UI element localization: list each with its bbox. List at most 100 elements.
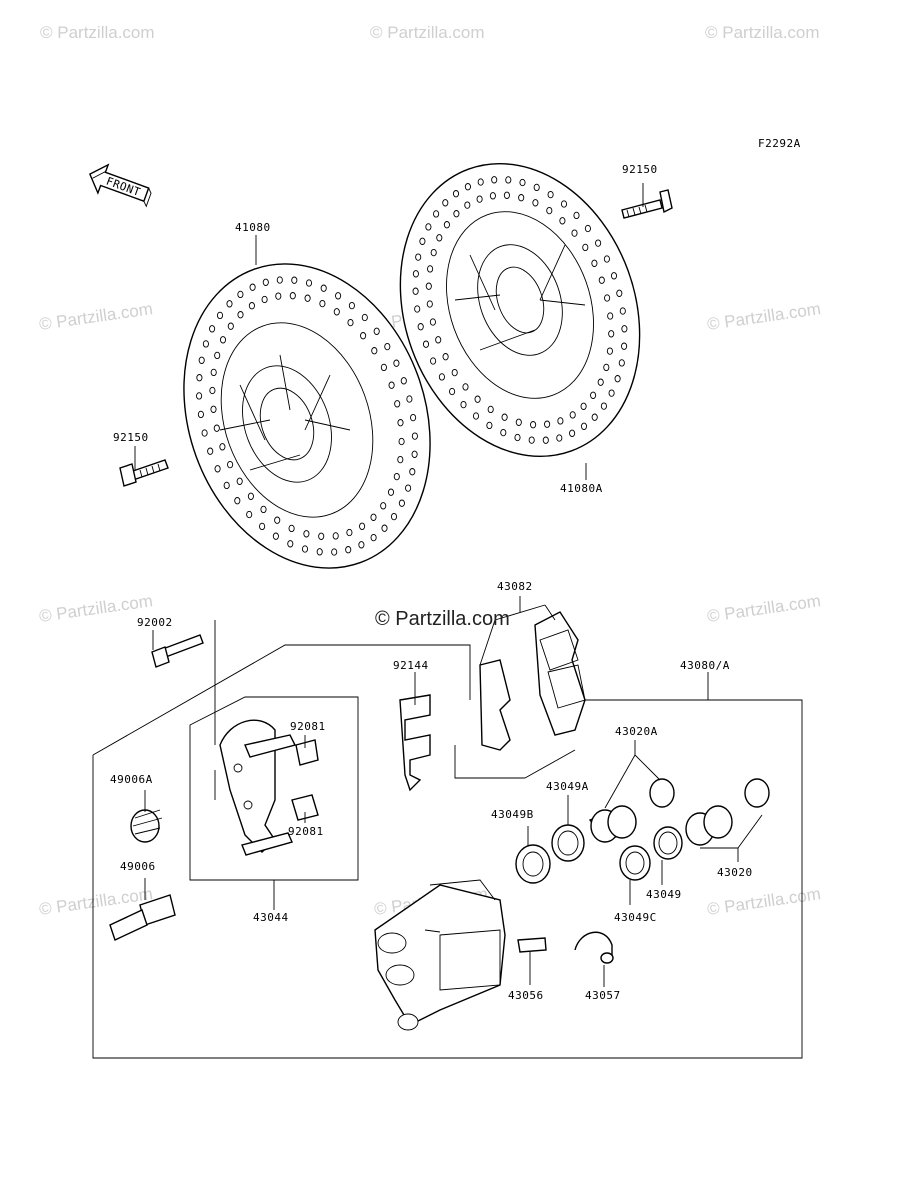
disc-hole [202,340,209,348]
disc-hole [301,545,309,553]
label-43049A: 43049A [546,780,589,793]
disc-hole [619,307,626,315]
watermark: © Partzilla.com [38,299,154,334]
disc-hole [406,395,413,403]
disc-hole [276,276,283,284]
disc-hole [460,400,467,409]
disc-hole [477,178,484,186]
disc-hole [621,342,628,350]
disc-hole [547,190,554,199]
disc-hole [303,530,310,538]
disc-hole [501,413,508,421]
disc-hole [400,377,407,385]
disc-hole [371,347,378,355]
label-43056: 43056 [508,989,544,1002]
disc-hole [600,402,607,410]
disc-hole [289,292,296,300]
disc-hole [398,499,405,507]
disc-hole [332,532,339,540]
label-43080A: 43080/A [680,659,730,672]
seal-43049B [515,844,551,884]
label-41080: 41080 [235,221,271,234]
disc-hole [305,279,313,287]
disc-hole [237,311,244,319]
disc-hole [414,305,421,313]
disc-hole [370,513,377,521]
label-43057: 43057 [585,989,621,1002]
disc-hole [214,351,221,360]
disc-hole [452,190,460,198]
label-49006: 49006 [120,860,156,873]
disc-hole [381,524,388,532]
disc-hole [393,472,400,481]
pin-49006 [109,894,176,941]
disc-hole [262,278,269,286]
watermark: © Partzilla.com [40,23,155,42]
disc-hole [234,497,241,505]
disc-hole [436,234,443,242]
disc-hole [491,176,498,184]
disc-hole [519,178,526,187]
disc-hole [370,533,377,542]
disc-hole [451,368,458,377]
disc-hole [415,253,422,261]
disc-hole [604,294,611,302]
disc-hole [430,248,437,257]
disc-hole [246,510,253,519]
disc-hole [237,290,244,299]
disc-hole [464,201,471,209]
disc-hole [197,410,204,419]
disc-hole [335,292,342,300]
disc-hole [397,419,404,427]
disc-hole [433,210,440,218]
disc-hole [442,353,449,361]
disc-hole [591,259,598,267]
watermark: © Partzilla.com [706,591,822,626]
disc-hole [608,330,615,338]
brake-disc-41080 [183,263,431,569]
label-43049: 43049 [646,888,682,901]
disc-hole [557,417,564,425]
disc-hole [603,363,610,372]
label-92002: 92002 [137,616,173,629]
disc-hole [546,206,553,215]
disc-hole [373,327,380,335]
disc-hole [247,492,254,500]
disc-hole [410,413,417,422]
disc-hole [453,210,460,218]
watermark: © Partzilla.com [706,884,822,919]
disc-hole [500,428,507,437]
disc-hole [196,392,203,400]
disc-hole [621,325,628,333]
disc-hole [411,432,418,440]
disc-hole [227,322,234,330]
disc-hole [394,400,401,408]
disc-hole [425,282,432,290]
disc-hole [580,422,588,430]
center-watermark: © Partzilla.com [375,608,510,630]
frame-lines [92,644,803,1059]
disc-hole [412,287,419,295]
disc-hole [559,217,566,225]
disc-hole [198,356,205,364]
disc-hole [260,505,267,514]
disc-hole [487,405,494,414]
disc-hole [443,221,450,229]
front-arrow-icon: FRONT [88,163,152,208]
disc-hole [603,255,610,263]
disc-hole [610,272,618,280]
caliper-body [374,879,506,1031]
disc-hole [533,183,540,192]
disc-hole [503,191,510,199]
label-92150-top: 92150 [622,163,658,176]
watermark: © Partzilla.com [706,299,822,334]
label-43020A: 43020A [615,725,658,738]
disc-hole [426,300,433,308]
disc-hole [422,340,430,348]
disc-hole [291,276,298,284]
disc-hole [427,265,434,273]
disc-hole [196,374,203,382]
disc-hole [597,378,604,386]
disc-hole [346,528,353,537]
